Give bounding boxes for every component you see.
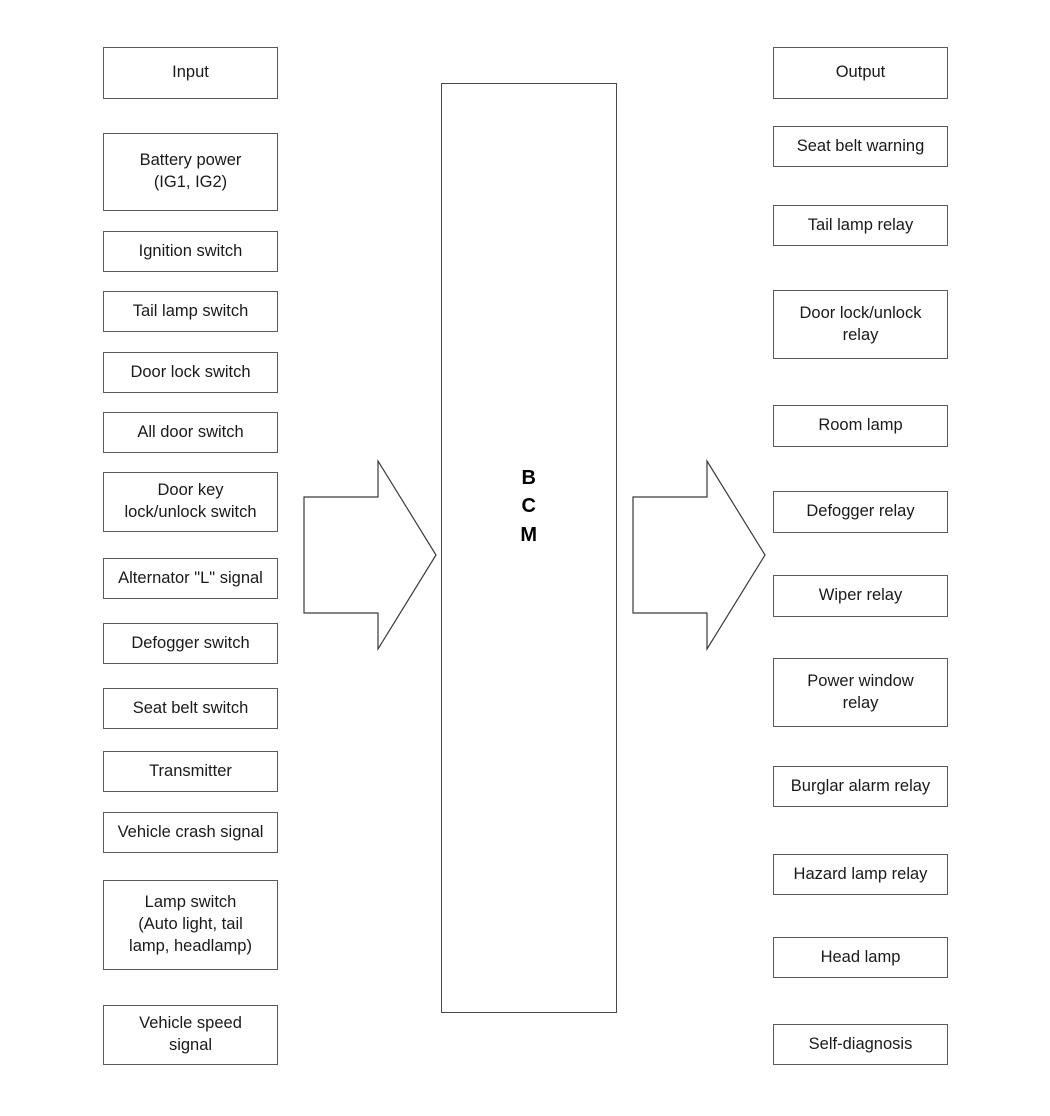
input-item-box: Vehicle crash signal: [103, 812, 278, 853]
input-item-box: Alternator "L" signal: [103, 558, 278, 599]
input-item-box: Transmitter: [103, 751, 278, 792]
input-item-box: Lamp switch (Auto light, tail lamp, head…: [103, 880, 278, 970]
output-item-box: Defogger relay: [773, 491, 948, 533]
input-arrow-icon: [303, 458, 437, 652]
output-item-box: Burglar alarm relay: [773, 766, 948, 807]
output-item-box: Door lock/unlock relay: [773, 290, 948, 359]
output-item-box: Seat belt warning: [773, 126, 948, 167]
input-item-box: Ignition switch: [103, 231, 278, 272]
input-item-box: Battery power (IG1, IG2): [103, 133, 278, 211]
input-item-box: Seat belt switch: [103, 688, 278, 729]
output-arrow-icon: [632, 458, 766, 652]
output-item-box: Head lamp: [773, 937, 948, 978]
output-item-box: Hazard lamp relay: [773, 854, 948, 895]
input-item-box: Door lock switch: [103, 352, 278, 393]
input-item-box: Defogger switch: [103, 623, 278, 664]
input-item-box: Tail lamp switch: [103, 291, 278, 332]
bcm-unit-box: [441, 83, 617, 1013]
output-header-box: Output: [773, 47, 948, 99]
input-item-box: All door switch: [103, 412, 278, 453]
output-item-box: Power window relay: [773, 658, 948, 727]
output-item-box: Wiper relay: [773, 575, 948, 617]
output-item-box: Tail lamp relay: [773, 205, 948, 246]
input-item-box: Vehicle speed signal: [103, 1005, 278, 1065]
bcm-label: B C M: [520, 467, 538, 546]
input-header-box: Input: [103, 47, 278, 99]
output-item-box: Self-diagnosis: [773, 1024, 948, 1065]
output-item-box: Room lamp: [773, 405, 948, 447]
input-item-box: Door key lock/unlock switch: [103, 472, 278, 532]
